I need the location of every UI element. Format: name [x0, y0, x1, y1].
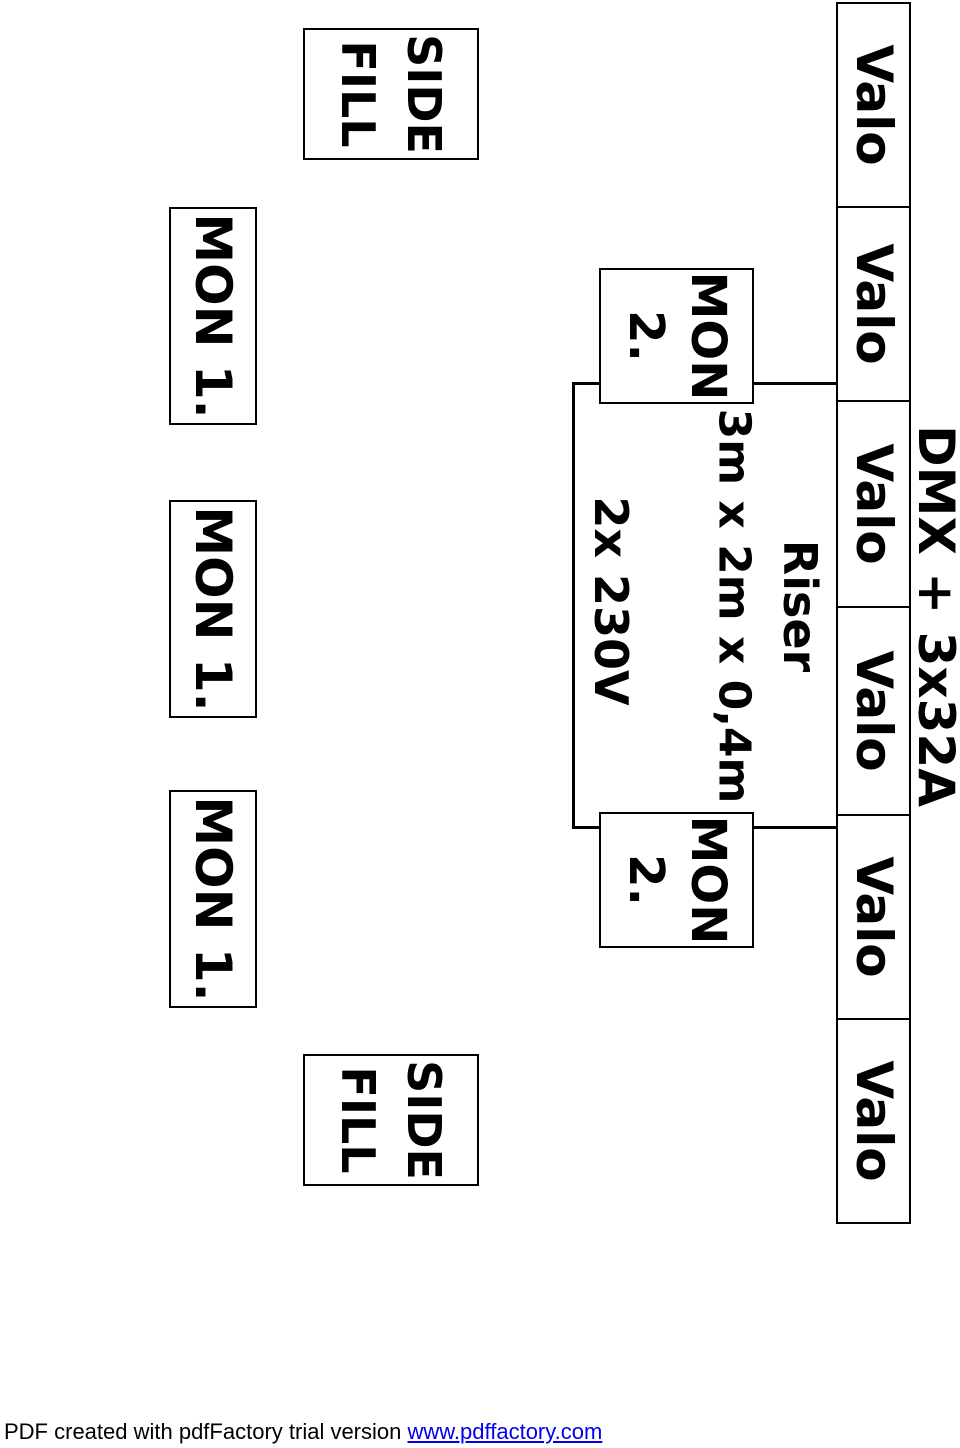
riser-title: Riser	[773, 539, 827, 673]
side-fill-box-top: SIDE FILL	[303, 28, 479, 160]
valo-label: Valo	[844, 650, 903, 772]
valo-box-6: Valo	[836, 1018, 911, 1224]
mon1-label: MON 1.	[184, 796, 242, 1002]
mon1-label: MON 1.	[184, 213, 242, 419]
mon2-box-left: MON 2.	[599, 268, 754, 404]
side-fill-label: SIDE FILL	[331, 34, 451, 154]
riser-dimensions: 3m x 2m x 0,4m	[708, 408, 760, 804]
valo-label: Valo	[844, 44, 903, 166]
mon1-label: MON 1.	[184, 506, 242, 712]
valo-box-3: Valo	[836, 400, 911, 608]
mon2-label: MON 2.	[617, 271, 736, 401]
valo-label: Valo	[844, 1060, 903, 1182]
mon1-box-2: MON 1.	[169, 500, 257, 718]
side-fill-box-bottom: SIDE FILL	[303, 1054, 479, 1186]
footer-link[interactable]: www.pdffactory.com	[407, 1419, 603, 1444]
valo-box-1: Valo	[836, 2, 911, 208]
valo-box-2: Valo	[836, 206, 911, 402]
mon1-box-3: MON 1.	[169, 790, 257, 1008]
valo-label: Valo	[844, 243, 903, 365]
footer-text: PDF created with pdfFactory trial versio…	[4, 1419, 408, 1444]
pdf-footer: PDF created with pdfFactory trial versio…	[4, 1419, 602, 1445]
riser-outline-left	[572, 382, 575, 829]
riser-power: 2x 230V	[584, 496, 638, 706]
mon2-label: MON 2.	[617, 815, 736, 945]
side-fill-label: SIDE FILL	[331, 1060, 451, 1180]
valo-label: Valo	[844, 443, 903, 565]
mon2-box-right: MON 2.	[599, 812, 754, 948]
page-title: DMX + 3x32A	[907, 425, 960, 807]
mon1-box-1: MON 1.	[169, 207, 257, 425]
valo-box-4: Valo	[836, 606, 911, 816]
valo-box-5: Valo	[836, 814, 911, 1020]
valo-label: Valo	[844, 856, 903, 978]
